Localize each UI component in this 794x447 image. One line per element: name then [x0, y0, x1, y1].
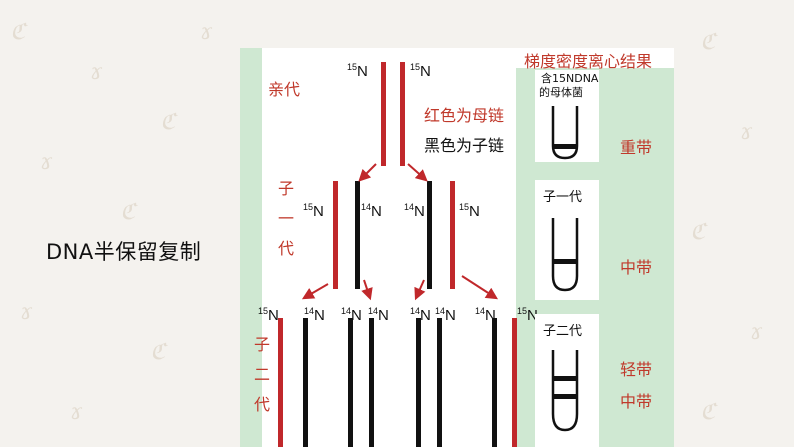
isotope-label-14n: 14N [304, 306, 325, 324]
arrow-gen1-to-gen2-b [361, 279, 373, 301]
band-label-middle: 中带 [620, 258, 653, 277]
label-second-generation: 子二代 [251, 336, 270, 426]
gen2-dna1-daughter-strand [303, 318, 308, 447]
heavy-band [554, 144, 576, 149]
isotope-label-14n: 14N [410, 306, 431, 324]
arrow-gen1-to-gen2-a [301, 283, 329, 300]
legend-black-daughter-strand: 黑色为子链 [424, 136, 505, 155]
isotope-label-14n: 14N [341, 306, 362, 324]
tube-label-gen2: 子二代 [543, 324, 583, 339]
isotope-label-15n: 15N [410, 62, 431, 80]
isotope-label-15n: 15N [258, 306, 279, 324]
page-title: DNA半保留复制 [46, 240, 202, 264]
label-first-generation: 子一代 [275, 180, 294, 270]
band-label-middle-gen2: 中带 [620, 392, 653, 411]
tube-card-gen1: 子一代 [535, 180, 599, 300]
arrow-parent-to-gen1-left [358, 163, 377, 182]
middle-band [554, 259, 576, 264]
parent-strand-left [381, 62, 386, 166]
legend-red-parent-strand: 红色为母链 [424, 106, 505, 125]
test-tube-gen1 [551, 218, 579, 292]
tube-label-parent-line2: 的母体菌 [539, 86, 583, 99]
gen1-dna2-parent-strand [450, 181, 455, 289]
arrow-gen1-to-gen2-c [414, 279, 426, 301]
tube-card-gen2: 子二代 [535, 314, 599, 447]
left-green-band [240, 48, 262, 447]
gen2-dna2-daughter-strand-b [369, 318, 374, 447]
gen2-dna4-daughter-strand [492, 318, 497, 447]
gen1-dna2-daughter-strand [427, 181, 432, 289]
gen2-dna2-daughter-strand [348, 318, 353, 447]
test-tube-gen2 [551, 350, 579, 432]
band-label-heavy: 重带 [620, 138, 653, 157]
tube-label-gen1: 子一代 [543, 190, 583, 205]
replication-arrows [301, 163, 499, 301]
band-label-light: 轻带 [620, 360, 653, 379]
isotope-label-14n: 14N [435, 306, 456, 324]
arrow-parent-to-gen1-right [407, 163, 428, 182]
isotope-label-15n: 15N [303, 202, 324, 220]
light-band [554, 376, 576, 381]
isotope-label-15n: 15N [347, 62, 368, 80]
gen1-dna1-parent-strand [333, 181, 338, 289]
label-parent-generation: 亲代 [268, 80, 301, 99]
tube-label-parent-line1: 含15NDNA [541, 72, 599, 85]
isotope-label-14n: 14N [404, 202, 425, 220]
gen1-dna1-daughter-strand [355, 181, 360, 289]
gen2-dna3-daughter-strand [416, 318, 421, 447]
tube-card-parent: 含15NDNA 的母体菌 [535, 70, 599, 162]
gen2-dna3-daughter-strand-b [437, 318, 442, 447]
isotope-label-14n: 14N [475, 306, 496, 324]
gen2-dna4-parent-strand [512, 318, 517, 447]
isotope-label-15n: 15N [517, 306, 538, 324]
parent-strand-right [400, 62, 405, 166]
test-tube-parent [551, 106, 579, 160]
isotope-label-14n: 14N [361, 202, 382, 220]
replication-diagram: 梯度密度离心结果 亲代 子一代 子二代 红色为母链 黑色为子链 15N 15N … [240, 48, 674, 447]
isotope-label-14n: 14N [368, 306, 389, 324]
gen2-dna1-parent-strand [278, 318, 283, 447]
isotope-label-15n: 15N [459, 202, 480, 220]
middle-band [554, 394, 576, 399]
results-heading: 梯度密度离心结果 [524, 52, 653, 71]
arrow-gen1-to-gen2-d [461, 275, 499, 300]
